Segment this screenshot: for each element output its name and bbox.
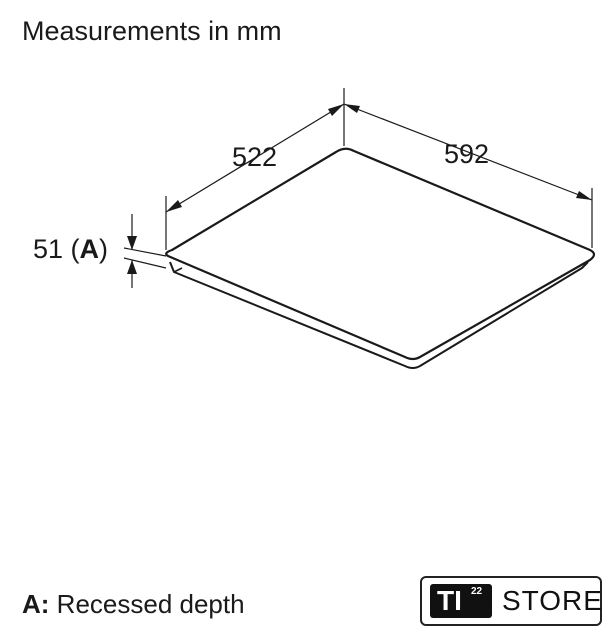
depth-label: 522 xyxy=(232,142,277,172)
width-arrow-left xyxy=(344,104,360,113)
depth-arrow-left xyxy=(166,200,182,212)
store-logo: TI 22 STORE xyxy=(420,576,602,626)
width-arrow-right xyxy=(576,191,592,200)
legend-text: Recessed depth xyxy=(49,589,245,619)
depth-arrow-right xyxy=(328,104,344,116)
hob-body-outline xyxy=(169,261,589,369)
legend-key: A: xyxy=(22,589,50,619)
depth-dimension-line xyxy=(165,103,345,213)
height-close-paren: ) xyxy=(99,234,108,264)
height-reference-line-bottom xyxy=(123,257,167,269)
height-arrow-down xyxy=(127,236,137,250)
height-arrow-up xyxy=(127,260,137,274)
height-label: 51 (A) xyxy=(33,234,108,264)
hob-top-outline xyxy=(165,147,596,361)
height-reference-line-top xyxy=(123,247,167,257)
height-key: A xyxy=(80,234,100,264)
logo-badge: TI 22 xyxy=(430,584,492,618)
legend: A: Recessed depth xyxy=(22,588,245,620)
width-label: 592 xyxy=(444,139,489,169)
logo-badge-text: TI xyxy=(437,585,462,616)
diagram-title: Measurements in mm xyxy=(22,16,282,46)
logo-badge-superscript: 22 xyxy=(471,586,483,597)
hob-body-edge xyxy=(173,267,183,273)
logo-store-text: STORE xyxy=(502,585,603,616)
height-open-paren: ( xyxy=(63,234,80,264)
width-dimension-line xyxy=(343,103,593,201)
height-value: 51 xyxy=(33,234,63,264)
